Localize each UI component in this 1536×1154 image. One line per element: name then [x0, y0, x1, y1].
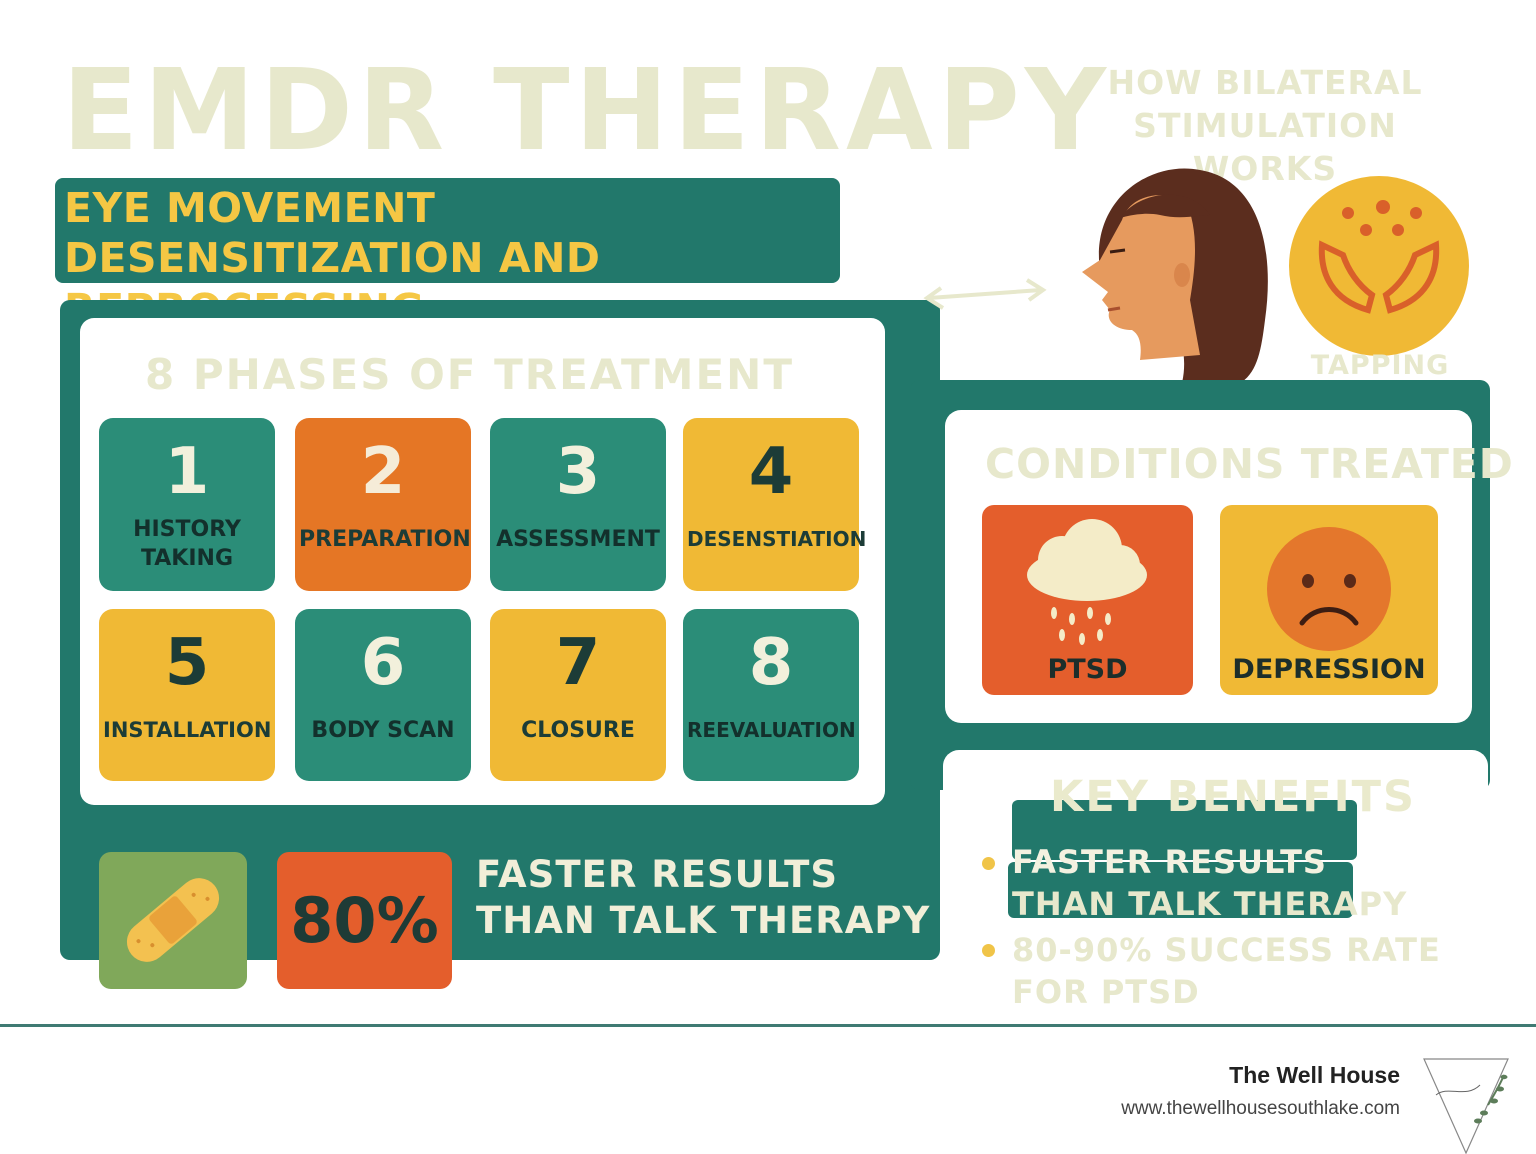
- stat-text: FASTER RESULTS THAN TALK THERAPY: [476, 852, 930, 945]
- footer-brand: The Well House: [1229, 1062, 1400, 1088]
- bandage-badge: [99, 852, 247, 989]
- condition-card-depression: DEPRESSION: [1220, 505, 1438, 695]
- bilateral-heading: HOW BILATERAL STIMULATION WORKS: [1107, 63, 1423, 188]
- phase-number: 1: [164, 435, 210, 509]
- phase-label: DESENSTIATION: [687, 527, 867, 551]
- tapping-hands-icon: [1289, 176, 1469, 356]
- footer-url[interactable]: www.thewellhousesouthlake.com: [1121, 1098, 1400, 1119]
- benefit-item-1: FASTER RESULTS THAN TALK THERAPY: [1012, 842, 1407, 925]
- sad-face-icon: [1267, 527, 1391, 651]
- phase-label: BODY SCAN: [311, 718, 455, 743]
- phase-tile-6: 6 BODY SCAN: [295, 609, 471, 781]
- phase-number: 2: [360, 435, 406, 509]
- phase-number: 3: [555, 435, 601, 509]
- woman-profile-icon: [1082, 168, 1268, 390]
- phase-number: 8: [748, 626, 794, 700]
- benefit-item-2: 80-90% SUCCESS RATE FOR PTSD: [1012, 930, 1441, 1013]
- condition-card-ptsd: PTSD: [982, 505, 1193, 695]
- bandage-icon: [126, 878, 220, 962]
- benefit-line: 80-90% SUCCESS RATE: [1012, 931, 1441, 969]
- page-title: EMDR THERAPY: [62, 46, 1111, 176]
- subtitle-text: EYE MOVEMENT DESENSITIZATION AND REPROCE…: [64, 184, 601, 333]
- benefit-highlight: [1008, 862, 1353, 918]
- phase-number: 4: [748, 435, 794, 509]
- benefits-heading: KEY BENEFITS: [1050, 772, 1416, 822]
- double-arrow-icon: [923, 278, 1047, 310]
- bullet-icon: [982, 857, 995, 870]
- phase-tile-5: 5 INSTALLATION: [99, 609, 275, 781]
- condition-label: PTSD: [1047, 654, 1128, 685]
- phases-heading: 8 PHASES OF TREATMENT: [145, 350, 794, 399]
- phase-label: ASSESSMENT: [496, 527, 660, 552]
- subtitle-banner: [55, 178, 840, 283]
- phase-label: HISTORY TAKING: [133, 517, 241, 571]
- phase-tile-4: 4 DESENSTIATION: [683, 418, 867, 591]
- stat-percentage: 80%: [277, 852, 452, 989]
- bullet-icon: [982, 944, 995, 957]
- benefits-heading-highlight: [1012, 800, 1357, 860]
- benefit-line: THAN TALK THERAPY: [1012, 884, 1408, 923]
- phase-label: INSTALLATION: [103, 718, 272, 742]
- phase-tile-1: 1 HISTORY TAKING: [99, 418, 275, 591]
- phase-number: 7: [555, 626, 601, 700]
- phase-number: 6: [360, 626, 406, 700]
- tapping-label: TAPPING: [1310, 350, 1450, 381]
- benefit-line: FOR PTSD: [1012, 972, 1200, 1011]
- rain-cloud-icon: [1027, 519, 1147, 645]
- phase-tile-2: 2 PREPARATION: [295, 418, 471, 591]
- well-house-logo-icon: [1423, 1058, 1509, 1154]
- footer-divider: [0, 1024, 1536, 1027]
- benefit-line: FASTER RESULTS: [1012, 843, 1327, 881]
- condition-label: DEPRESSION: [1232, 654, 1426, 685]
- phase-tile-7: 7 CLOSURE: [490, 609, 666, 781]
- phase-label: PREPARATION: [299, 527, 471, 552]
- stat-text-line2: THAN TALK THERAPY: [476, 899, 931, 943]
- phase-number: 5: [164, 626, 210, 700]
- phase-tile-3: 3 ASSESSMENT: [490, 418, 666, 591]
- conditions-heading: CONDITIONS TREATED: [985, 440, 1514, 488]
- stat-text-line1: FASTER RESULTS: [476, 853, 838, 896]
- phase-tile-8: 8 REEVALUATION: [683, 609, 859, 781]
- phase-label: CLOSURE: [521, 718, 635, 743]
- phase-label: REEVALUATION: [687, 718, 856, 742]
